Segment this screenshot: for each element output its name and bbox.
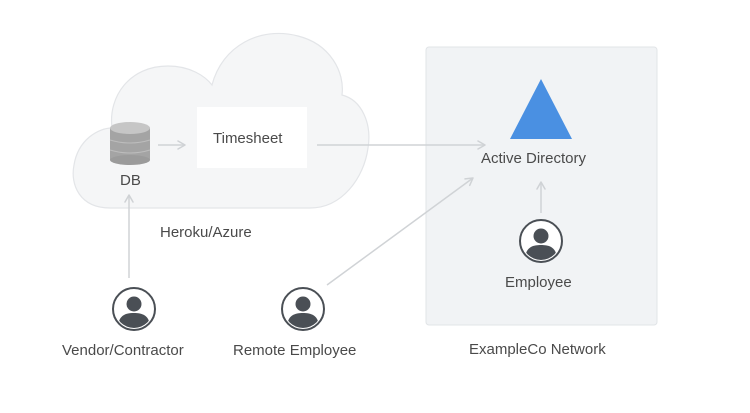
- vendor-label: Vendor/Contractor: [62, 342, 184, 359]
- db-label: DB: [120, 172, 141, 189]
- remote-employee-person-icon: [281, 287, 325, 331]
- timesheet-box: [197, 107, 307, 168]
- timesheet-label: Timesheet: [213, 130, 283, 147]
- employee-person-icon: [519, 219, 563, 263]
- employee-label: Employee: [505, 274, 572, 291]
- arrow-remote-to-active-directory: [326, 177, 474, 286]
- cloud-label: Heroku/Azure: [160, 224, 252, 241]
- active-directory-label: Active Directory: [481, 150, 587, 167]
- vendor-person-icon: [112, 287, 156, 331]
- network-label: ExampleCo Network: [469, 341, 606, 358]
- remote-employee-label: Remote Employee: [233, 342, 357, 359]
- database-icon: [109, 122, 151, 165]
- active-directory-icon: [510, 79, 572, 139]
